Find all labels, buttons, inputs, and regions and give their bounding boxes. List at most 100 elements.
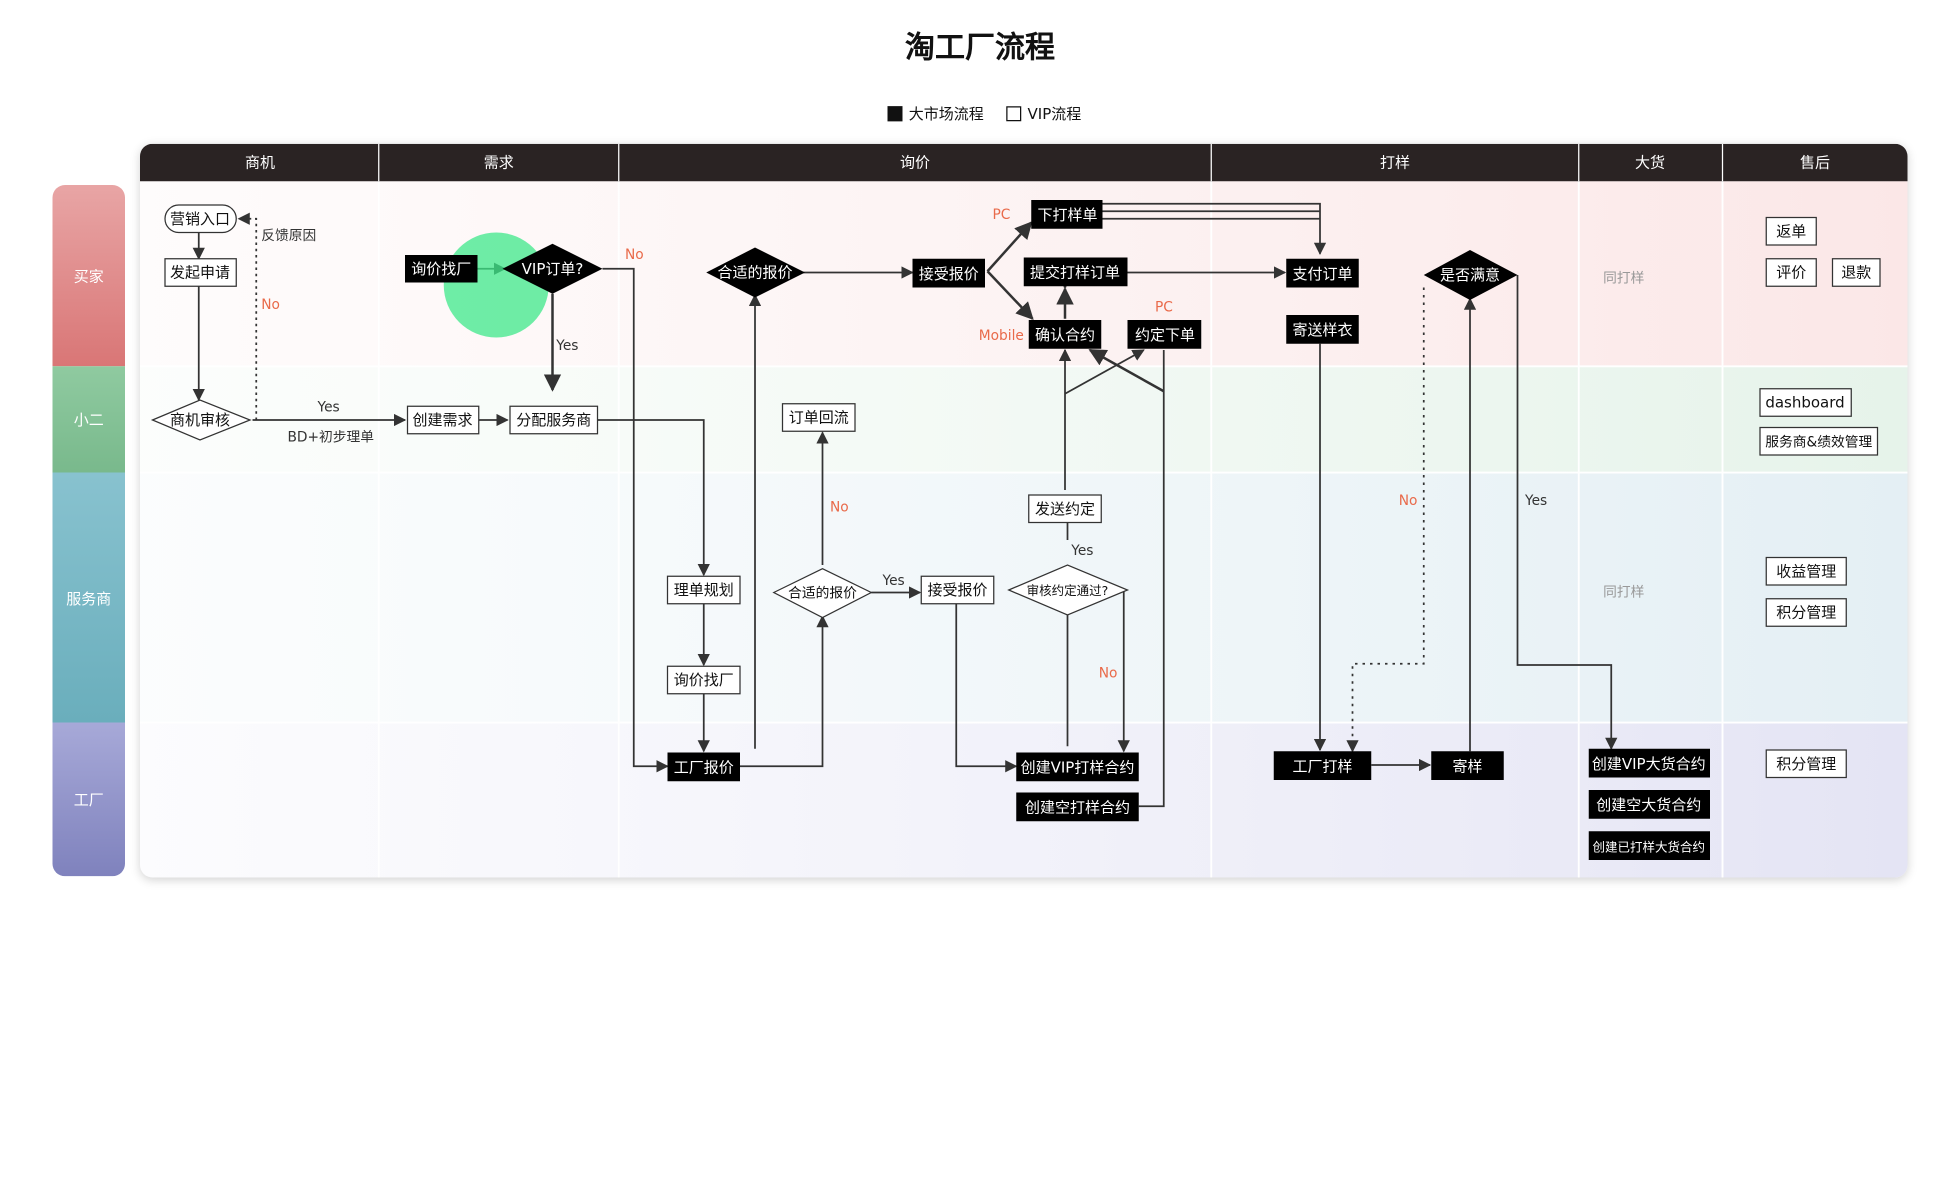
label-pc: PC bbox=[1155, 299, 1173, 315]
node-submit-sample-order-label: 提交打样订单 bbox=[1030, 264, 1120, 282]
node-create-vip-bulk-contract bbox=[1588, 748, 1710, 778]
node-send-sample-clothes bbox=[1286, 315, 1359, 344]
lane-label-factory: 工厂 bbox=[52, 722, 125, 877]
node-create-vip-sample-contract bbox=[1016, 752, 1139, 782]
label-yes: Yes bbox=[555, 338, 578, 354]
lane-xiaoer-bg bbox=[140, 366, 1908, 473]
node-factory-sampling bbox=[1273, 751, 1372, 780]
label-same-as-sampling: 同打样 bbox=[1603, 583, 1645, 600]
label-pc: PC bbox=[993, 207, 1011, 223]
label-same-as-sampling: 同打样 bbox=[1603, 270, 1645, 287]
flow-diagram: 商机 需求 询价 打样 大货 售后 bbox=[140, 143, 1908, 878]
swimlane-labels: 买家 小二 服务商 工厂 bbox=[52, 185, 125, 877]
node-dashboard bbox=[1759, 388, 1852, 417]
phase-opportunity: 商机 bbox=[245, 154, 275, 172]
lane-provider-bg bbox=[140, 472, 1908, 723]
node-order-planning bbox=[666, 575, 741, 605]
legend-label: 大市场流程 bbox=[908, 105, 984, 123]
node-send-agreement-label: 发送约定 bbox=[1035, 500, 1095, 518]
node-provider-perf bbox=[1759, 426, 1879, 456]
node-start-application-label: 发起申请 bbox=[170, 264, 230, 282]
node-order-backflow-label: 订单回流 bbox=[789, 409, 849, 427]
node-agreed-order bbox=[1127, 320, 1202, 349]
label-yes: Yes bbox=[317, 399, 340, 415]
legend-item-vip: VIP流程 bbox=[1006, 103, 1081, 124]
label-yes: Yes bbox=[1524, 493, 1547, 509]
node-review-agreement bbox=[1007, 564, 1130, 616]
node-send-sample-label: 寄样 bbox=[1452, 757, 1482, 775]
node-aftersale-review bbox=[1765, 258, 1817, 287]
node-satisfied bbox=[1423, 250, 1518, 300]
legend-swatch-dark bbox=[887, 105, 903, 121]
node-pay-order-label: 支付订单 bbox=[1292, 265, 1352, 283]
node-points-mgmt-provider bbox=[1765, 598, 1847, 627]
legend-swatch-light bbox=[1006, 105, 1022, 121]
node-marketing-entry-label: 营销入口 bbox=[170, 210, 230, 228]
node-assign-provider bbox=[509, 405, 599, 435]
node-vip-order-label: VIP订单? bbox=[522, 260, 584, 278]
label-bd-note: BD+初步理单 bbox=[288, 428, 375, 445]
phase-bulk: 大货 bbox=[1635, 154, 1665, 172]
node-points-mgmt-factory-label: 积分管理 bbox=[1776, 755, 1836, 773]
node-factory-quote-label: 工厂报价 bbox=[674, 759, 734, 777]
label-no: No bbox=[1399, 493, 1418, 509]
page-title: 淘工厂流程 bbox=[905, 30, 1055, 65]
node-inquiry-factory-mid bbox=[666, 665, 741, 695]
label-yes: Yes bbox=[1070, 543, 1093, 559]
node-start-application bbox=[164, 258, 237, 287]
node-factory-sampling-label: 工厂打样 bbox=[1292, 757, 1352, 775]
node-factory-quote bbox=[667, 752, 740, 782]
node-create-empty-sample-contract bbox=[1016, 792, 1139, 822]
node-accept-quote-top-label: 接受报价 bbox=[919, 265, 979, 283]
node-opportunity-review bbox=[150, 399, 252, 441]
node-aftersale-refund-label: 退款 bbox=[1841, 264, 1871, 282]
node-vip-order bbox=[502, 243, 603, 294]
label-no: No bbox=[830, 499, 849, 515]
node-create-vip-bulk-contract-label: 创建VIP大货合约 bbox=[1592, 755, 1706, 773]
node-accept-quote-top bbox=[912, 258, 985, 288]
legend-item-market: 大市场流程 bbox=[887, 103, 984, 124]
node-create-vip-sample-contract-label: 创建VIP打样合约 bbox=[1021, 759, 1135, 777]
node-create-sampled-bulk-contract bbox=[1588, 831, 1710, 860]
node-suitable-quote-mid bbox=[772, 568, 873, 619]
node-send-agreement bbox=[1028, 494, 1102, 524]
label-feedback-reason: 反馈原因 bbox=[261, 228, 316, 244]
label-no: No bbox=[625, 247, 644, 263]
lane-label-provider: 服务商 bbox=[52, 472, 125, 723]
node-submit-sample-order bbox=[1023, 257, 1128, 287]
node-order-planning-label: 理单规划 bbox=[674, 581, 734, 599]
node-accept-quote-mid-label: 接受报价 bbox=[927, 581, 987, 599]
node-dashboard-label: dashboard bbox=[1765, 394, 1844, 412]
node-aftersale-return-label: 返单 bbox=[1776, 222, 1806, 240]
node-agreed-order-label: 约定下单 bbox=[1135, 326, 1195, 344]
phase-header bbox=[140, 143, 1908, 182]
node-confirm-contract-label: 确认合约 bbox=[1035, 326, 1095, 344]
node-inquiry-factory-top bbox=[405, 255, 478, 283]
lane-label-buyer: 买家 bbox=[52, 185, 125, 367]
node-order-backflow bbox=[781, 403, 856, 432]
node-marketing-entry bbox=[164, 204, 237, 234]
label-yes: Yes bbox=[882, 573, 905, 589]
node-income-mgmt-label: 收益管理 bbox=[1776, 562, 1836, 580]
flow-board: 商机 需求 询价 打样 大货 售后 bbox=[140, 143, 1908, 878]
node-points-mgmt-provider-label: 积分管理 bbox=[1776, 604, 1836, 622]
node-confirm-contract bbox=[1028, 320, 1102, 349]
node-inquiry-factory-mid-label: 询价找厂 bbox=[674, 671, 734, 689]
legend: 大市场流程 VIP流程 bbox=[887, 103, 1081, 124]
node-review-agreement-label: 审核约定通过? bbox=[1027, 583, 1109, 598]
node-create-empty-bulk-contract bbox=[1588, 790, 1710, 819]
node-satisfied-label: 是否满意 bbox=[1440, 266, 1500, 284]
node-inquiry-factory-top-label: 询价找厂 bbox=[411, 260, 471, 278]
phase-demand: 需求 bbox=[484, 154, 514, 172]
phase-inquiry: 询价 bbox=[900, 154, 930, 172]
node-send-sample-clothes-label: 寄送样衣 bbox=[1292, 321, 1352, 339]
node-aftersale-review-label: 评价 bbox=[1776, 264, 1806, 282]
node-accept-quote-mid bbox=[920, 575, 995, 605]
node-create-demand-label: 创建需求 bbox=[412, 411, 472, 429]
phase-aftersale: 售后 bbox=[1800, 154, 1830, 172]
node-opportunity-review-label: 商机审核 bbox=[170, 411, 230, 429]
node-suitable-quote-top bbox=[706, 247, 805, 298]
legend-label: VIP流程 bbox=[1027, 105, 1082, 123]
node-suitable-quote-mid-label: 合适的报价 bbox=[788, 586, 857, 602]
node-aftersale-return bbox=[1765, 216, 1817, 246]
